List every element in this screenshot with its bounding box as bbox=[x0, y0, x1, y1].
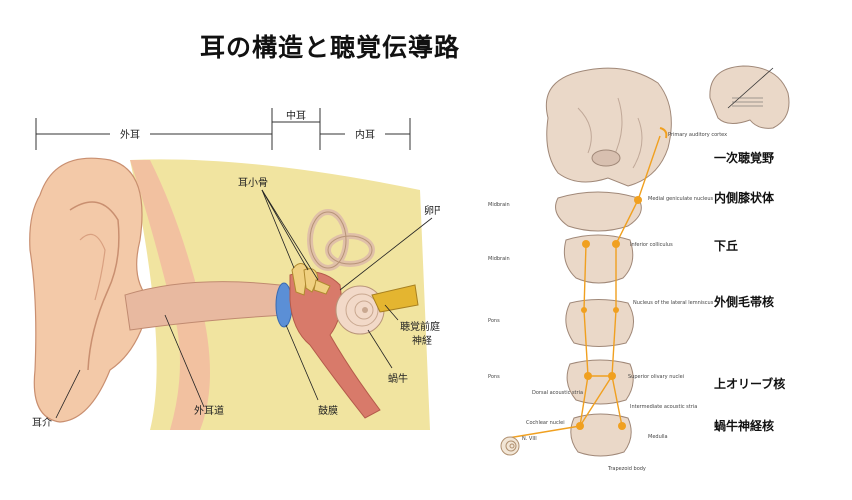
midbrain-upper-section bbox=[555, 191, 642, 232]
midbrain-lower-section bbox=[563, 234, 634, 284]
auricle-label: 耳介 bbox=[32, 417, 52, 429]
auditory-pathway-diagram: Midbrain Midbrain Pons Pons Medulla Prim… bbox=[488, 58, 852, 496]
nll-en-label: Nucleus of the lateral lemniscus bbox=[633, 300, 714, 306]
middle-ear-label: 中耳 bbox=[286, 109, 306, 122]
superior-olivary-label: 上オリーブ核 bbox=[714, 376, 785, 391]
ossicles-label: 耳小骨 bbox=[238, 177, 268, 189]
midbrain-label-2: Midbrain bbox=[488, 256, 510, 262]
eardrum-label: 鼓膜 bbox=[318, 404, 338, 417]
auditory-pathway-lines bbox=[507, 135, 661, 439]
inner-ear-label: 内耳 bbox=[355, 128, 375, 141]
vestibulocochlear-nerve-label-line1: 聴覚前庭 bbox=[400, 320, 440, 333]
vestibulocochlear-nerve bbox=[371, 284, 419, 313]
page-title: 耳の構造と聴覚伝導路 bbox=[199, 33, 460, 62]
primary-auditory-cortex-label: 一次聴覚野 bbox=[714, 150, 774, 165]
auricle-shape bbox=[29, 157, 151, 423]
pons-lower-section bbox=[566, 359, 634, 405]
brain-lateral-view bbox=[709, 65, 790, 129]
medulla-label: Medulla bbox=[648, 434, 668, 440]
intermediate-acoustic-stria-label: Intermediate acoustic stria bbox=[630, 404, 697, 410]
medial-geniculate-label: 内側膝状体 bbox=[714, 190, 775, 205]
cochlear-nucleus-label: 蝸牛神経核 bbox=[714, 418, 774, 433]
ear-anatomy-diagram: 外耳 中耳 内耳 bbox=[0, 100, 454, 450]
pons-label-1: Pons bbox=[488, 318, 500, 324]
pac-en-label: Primary auditory cortex bbox=[668, 132, 727, 138]
cn-en-label: Cochlear nuclei bbox=[526, 420, 565, 426]
inferior-colliculus-label: 下丘 bbox=[714, 238, 738, 253]
dorsal-acoustic-stria-label: Dorsal acoustic stria bbox=[532, 390, 583, 396]
cochlea-shape bbox=[335, 285, 385, 335]
cochlea-icon bbox=[500, 436, 520, 456]
outer-ear-label: 外耳 bbox=[120, 129, 140, 141]
trapezoid-body-label: Trapezoid body bbox=[607, 466, 646, 472]
midbrain-label-1: Midbrain bbox=[488, 202, 510, 208]
son-en-label: Superior olivary nuclei bbox=[628, 374, 684, 380]
nerve-viii-label: N. VIII bbox=[522, 436, 537, 442]
ic-en-label: Inferior colliculus bbox=[630, 242, 673, 248]
oval-window-label: 卵円窓 bbox=[424, 204, 440, 217]
pons-upper-section bbox=[565, 299, 634, 347]
vestibulocochlear-nerve-label-line2: 神経 bbox=[412, 334, 432, 347]
mgn-en-label: Medial geniculate nucleus bbox=[648, 196, 714, 202]
medulla-section bbox=[570, 413, 632, 457]
lateral-lemniscus-label: 外側毛帯核 bbox=[714, 294, 774, 309]
middle-ear-cavity bbox=[289, 271, 381, 419]
ear-canal-label: 外耳道 bbox=[194, 404, 224, 417]
brain-coronal-section bbox=[545, 67, 672, 187]
cochlea-label: 蝸牛 bbox=[388, 372, 408, 385]
pons-label-2: Pons bbox=[488, 374, 500, 380]
